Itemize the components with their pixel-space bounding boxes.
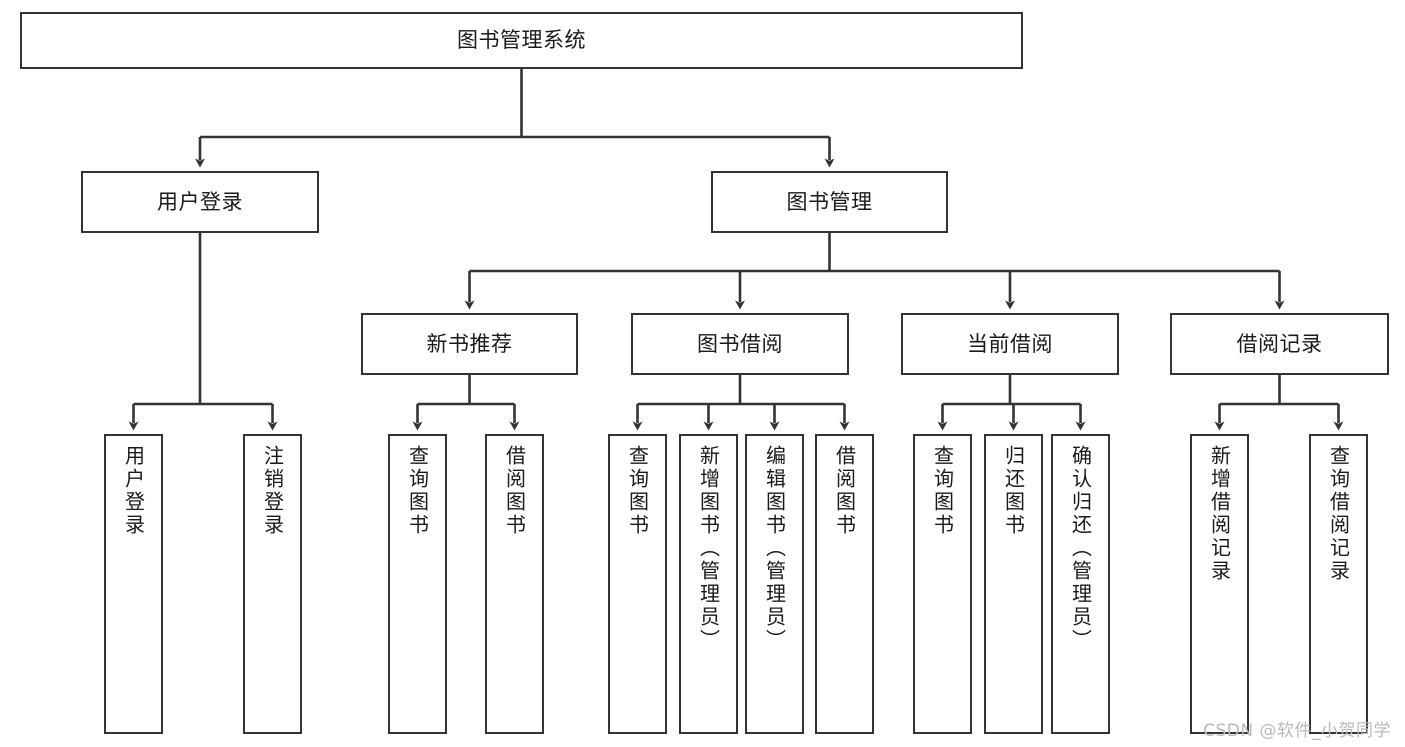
node-leaf-borrow-book-1[interactable]: 借阅图书 [485,434,544,734]
node-book-borrow[interactable]: 图书借阅 [631,313,849,375]
node-current-borrow[interactable]: 当前借阅 [901,313,1119,375]
node-leaf-logout-label: 注销登录 [260,445,285,537]
watermark-text: CSDN @软件_小贺同学 [1203,721,1391,741]
node-leaf-query-book-1[interactable]: 查询图书 [388,434,447,734]
node-leaf-user-login-label: 用户登录 [121,445,146,537]
node-leaf-query-book-3-label: 查询图书 [930,445,955,537]
node-borrow-record-label: 借阅记录 [1236,331,1323,356]
node-leaf-logout[interactable]: 注销登录 [243,434,302,734]
node-leaf-query-book-3[interactable]: 查询图书 [913,434,972,734]
node-leaf-add-record[interactable]: 新增借阅记录 [1190,434,1249,734]
node-root[interactable]: 图书管理系统 [20,12,1023,69]
node-leaf-query-book-2-label: 查询图书 [625,445,650,537]
node-current-borrow-label: 当前借阅 [967,331,1053,356]
node-leaf-add-record-label: 新增借阅记录 [1207,445,1232,583]
node-leaf-query-book-2[interactable]: 查询图书 [608,434,667,734]
node-leaf-return-book[interactable]: 归还图书 [984,434,1043,734]
node-leaf-edit-book-label: 编辑图书（管理员） [762,445,787,652]
node-user-login-label: 用户登录 [157,189,243,214]
node-leaf-return-book-label: 归还图书 [1001,445,1026,537]
node-new-book-recommend-label: 新书推荐 [426,331,513,356]
node-leaf-add-book[interactable]: 新增图书（管理员） [679,434,738,734]
node-leaf-query-record-label: 查询借阅记录 [1326,445,1351,583]
node-leaf-borrow-book-2-label: 借阅图书 [832,445,857,537]
node-book-manage-label: 图书管理 [786,189,873,214]
node-leaf-user-login[interactable]: 用户登录 [104,434,163,734]
node-user-login[interactable]: 用户登录 [81,171,319,233]
node-new-book-recommend[interactable]: 新书推荐 [361,313,578,375]
node-leaf-borrow-book-1-label: 借阅图书 [502,445,527,537]
node-book-borrow-label: 图书借阅 [697,331,783,356]
node-book-manage[interactable]: 图书管理 [711,171,948,233]
node-leaf-edit-book[interactable]: 编辑图书（管理员） [745,434,804,734]
node-leaf-confirm-return[interactable]: 确认归还（管理员） [1051,434,1110,734]
node-leaf-confirm-return-label: 确认归还（管理员） [1068,445,1093,652]
node-leaf-add-book-label: 新增图书（管理员） [696,445,721,652]
node-root-label: 图书管理系统 [457,28,586,53]
node-leaf-query-book-1-label: 查询图书 [405,445,430,537]
node-leaf-query-record[interactable]: 查询借阅记录 [1309,434,1368,734]
node-leaf-borrow-book-2[interactable]: 借阅图书 [815,434,874,734]
node-borrow-record[interactable]: 借阅记录 [1170,313,1389,375]
